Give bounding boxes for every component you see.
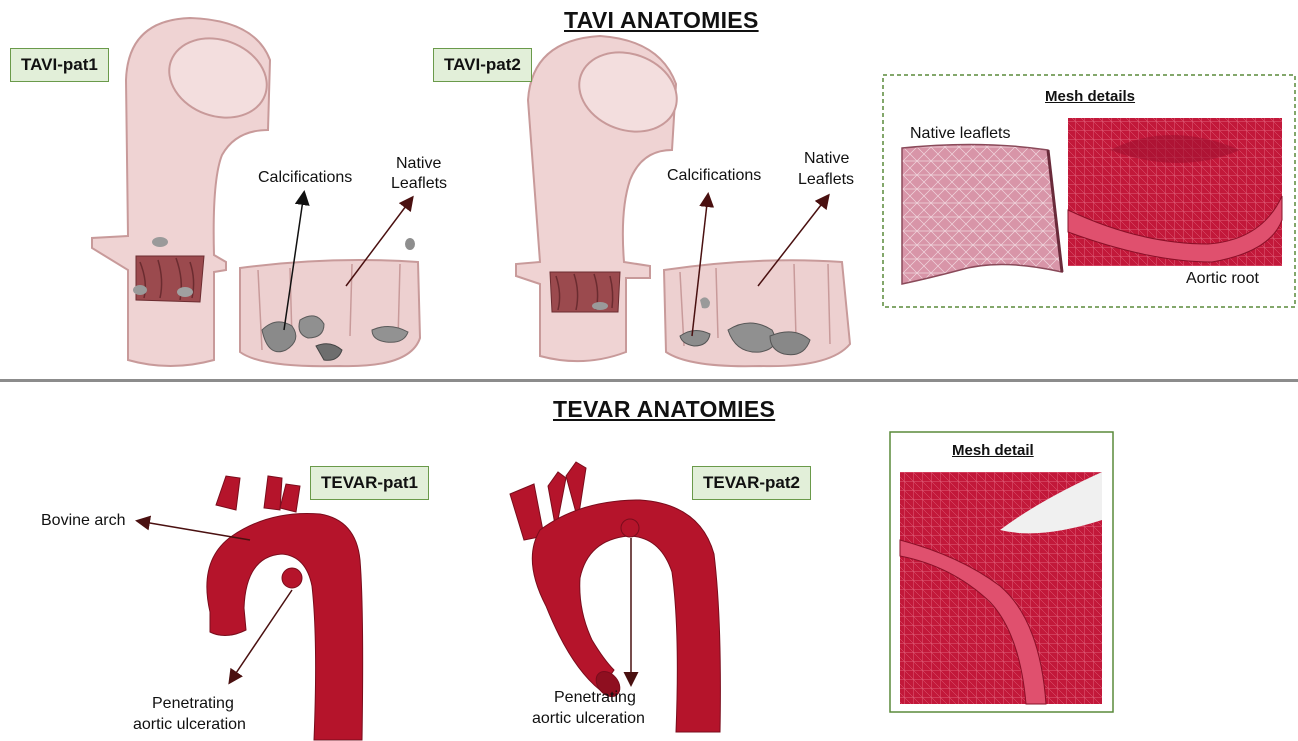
tevar-mesh-box-title: Mesh detail (952, 442, 1034, 459)
tavi-pat2-aorta (516, 36, 688, 361)
tavi-pat2-calcifications-label: Calcifications (667, 166, 761, 186)
tavi-pat2-leaflets-label-line1: Native (804, 149, 849, 169)
tevar-pat2-tag: TEVAR-pat2 (692, 466, 811, 500)
tevar-pat1-tag: TEVAR-pat1 (310, 466, 429, 500)
tevar-mesh-detail (900, 472, 1102, 704)
tevar-pat2-ulceration-line1: Penetrating (554, 688, 636, 708)
tevar-pat2-ulceration-line2: aortic ulceration (532, 709, 645, 729)
tevar-pat1-ulceration-line1: Penetrating (152, 694, 234, 714)
tavi-pat2-tag: TAVI-pat2 (433, 48, 532, 82)
aortic-root-label: Aortic root (1186, 269, 1259, 289)
native-leaflets-mesh (902, 144, 1062, 284)
tavi-pat1-leaflets-label-line1: Native (396, 154, 441, 174)
tavi-pat1-calcifications-label: Calcifications (258, 168, 352, 188)
tavi-pat2-root-closeup (664, 260, 850, 366)
native-leaflets-label: Native leaflets (910, 124, 1011, 144)
tavi-pat2-leaflets-label-line2: Leaflets (798, 170, 854, 190)
tavi-mesh-box-title: Mesh details (1045, 88, 1135, 105)
tevar-pat1-ulceration-line2: aortic ulceration (133, 715, 246, 735)
bovine-arch-label: Bovine arch (41, 511, 126, 531)
tavi-pat1-leaflets-label-line2: Leaflets (391, 174, 447, 194)
aortic-root-mesh (1068, 118, 1282, 266)
tavi-pat1-tag: TAVI-pat1 (10, 48, 109, 82)
tavi-pat1-root-closeup (240, 238, 420, 366)
